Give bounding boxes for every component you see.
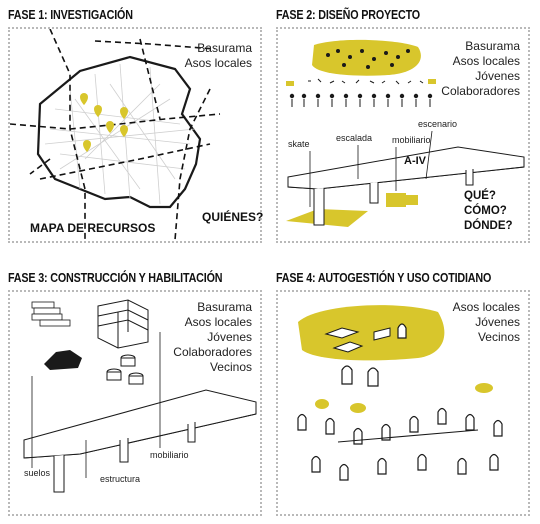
phase1-title: FASE 1: INVESTIGACIÓN (8, 8, 133, 22)
leader-lines (31, 332, 161, 478)
overpass (23, 389, 257, 493)
phase3-panel: Basurama Asos locales Jóvenes Colaborado… (8, 290, 262, 516)
road-label: A-IV (404, 155, 426, 167)
map-label: MAPA DE RECURSOS (30, 221, 156, 235)
actor: Jóvenes (207, 330, 252, 344)
question: DÓNDE? (464, 220, 513, 232)
construction-illustration (23, 299, 257, 493)
actor: Basurama (465, 39, 520, 53)
map-pin (80, 93, 88, 105)
label-mobiliario: mobiliario (150, 450, 189, 460)
phase4-panel: Asos locales Jóvenes Vecinos (276, 290, 530, 516)
skate-zone (286, 209, 368, 227)
phase1-actors: Basurama Asos locales (185, 41, 252, 71)
street-grid (44, 63, 196, 205)
actor: Basurama (197, 300, 252, 314)
actor: Vecinos (209, 360, 252, 374)
label-escalada: escalada (336, 133, 373, 143)
district-outline (36, 55, 202, 209)
phase1-panel: Basurama Asos locales MAPA DE RECURSOS Q… (8, 27, 264, 243)
everyday-use-illustration (297, 305, 503, 481)
rubble-pile (44, 350, 82, 370)
people (297, 323, 503, 481)
phase2-panel: Basurama Asos locales Jóvenes Colaborado… (276, 27, 530, 243)
phase4-actors: Asos locales Jóvenes Vecinos (453, 300, 520, 345)
actor: Colaboradores (173, 345, 252, 359)
design-questions: QUÉ? CÓMO? DÓNDE? (464, 189, 513, 234)
speech-bubbles (315, 383, 493, 413)
actor: Colaboradores (441, 84, 520, 98)
map-pin (120, 125, 128, 137)
label-estructura: estructura (100, 474, 141, 484)
dashed-areas (10, 29, 221, 241)
shelving (97, 299, 149, 349)
actor: Asos locales (452, 54, 520, 68)
phase4-title: FASE 4: AUTOGESTIÓN Y USO COTIDIANO (276, 271, 492, 285)
design-illustration (286, 39, 525, 227)
map-pin (83, 140, 91, 152)
ground-line (337, 429, 479, 443)
actor: Asos locales (452, 300, 520, 314)
people-rows (291, 78, 431, 107)
community-blob (298, 305, 445, 361)
resource-map (10, 29, 221, 241)
map-pin (106, 121, 114, 133)
phase2-title: FASE 2: DISEÑO PROYECTO (276, 8, 420, 22)
phase2-actors: Basurama Asos locales Jóvenes Colaborado… (441, 39, 520, 99)
material-stack (31, 301, 71, 327)
mobiliario-zone (406, 195, 418, 205)
map-pin (94, 105, 102, 117)
actor: Vecinos (477, 330, 520, 344)
label-skate: skate (288, 139, 310, 149)
workshop-people (326, 49, 410, 69)
actor: Jóvenes (475, 315, 520, 329)
actor: Asos locales (184, 315, 252, 329)
mobiliario-zone (386, 193, 406, 207)
map-pin (120, 107, 128, 119)
question: QUÉ? (464, 190, 496, 202)
actor: Jóvenes (475, 69, 520, 83)
actor: Basurama (197, 41, 252, 55)
who-question: QUIÉNES? (202, 210, 264, 224)
phase3-actors: Basurama Asos locales Jóvenes Colaborado… (173, 300, 252, 375)
tire-stack (106, 354, 144, 385)
overpass (287, 146, 525, 226)
label-mobiliario: mobiliario (392, 135, 431, 145)
label-suelos: suelos (24, 468, 51, 478)
label-escenario: escenario (418, 119, 458, 129)
map-pins (80, 93, 128, 152)
furniture (324, 327, 391, 353)
leader-lines (309, 130, 433, 207)
question: CÓMO? (464, 205, 507, 217)
phase3-title: FASE 3: CONSTRUCCIÓN Y HABILITACIÓN (8, 271, 223, 285)
actor: Asos locales (184, 56, 252, 70)
workshop-blob (312, 39, 421, 76)
